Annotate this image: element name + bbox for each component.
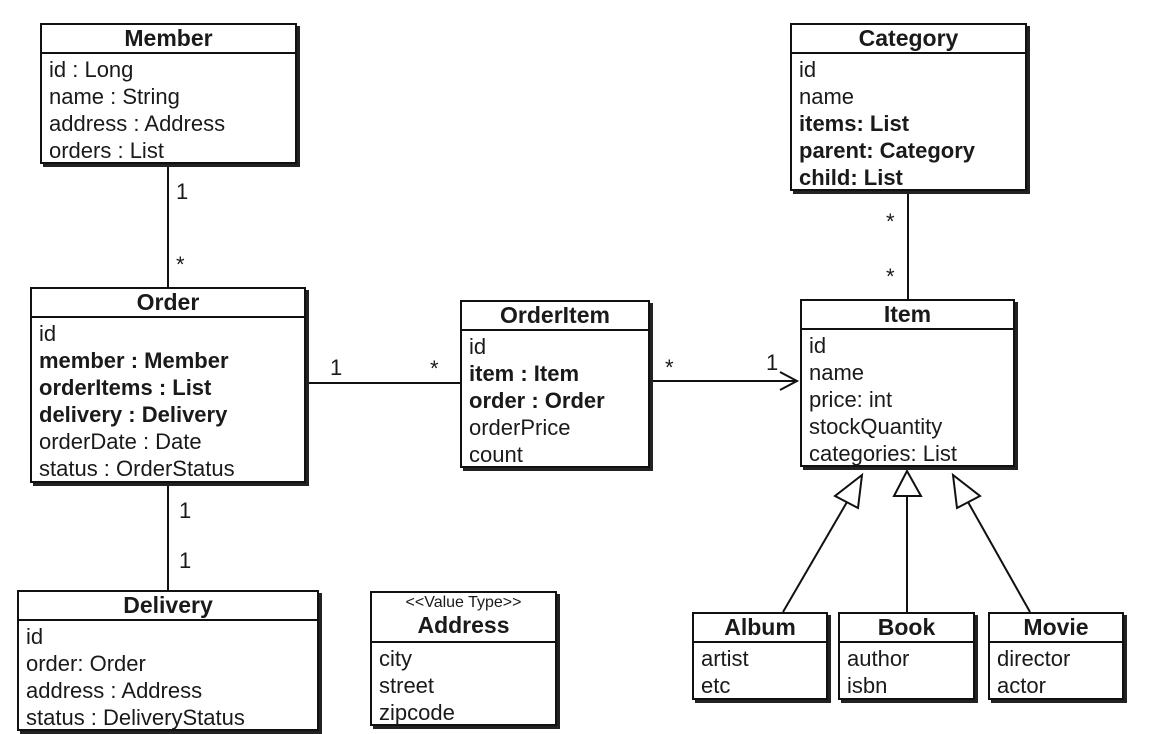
album-attributes: artist etc	[694, 643, 826, 699]
order-attributes: id member : Member orderItems : List del…	[32, 318, 304, 482]
item-attr-stockquantity: stockQuantity	[809, 414, 943, 439]
item-attr-name: name	[809, 360, 865, 385]
category-attr-parent: parent: Category	[799, 138, 976, 163]
delivery-class: Delivery id order: Order address : Addre…	[17, 590, 319, 731]
movie-generalization-line	[967, 501, 1031, 613]
orderitem-class-name: OrderItem	[462, 302, 648, 331]
orderitem-attr-id: id	[469, 334, 487, 359]
delivery-class-name: Delivery	[19, 592, 317, 621]
category-item-category-multiplicity: *	[886, 209, 895, 234]
order-attr-id: id	[39, 321, 57, 346]
order-attr-orderitems: orderItems : List	[39, 375, 212, 400]
category-attributes: id name items: List parent: Category chi…	[792, 54, 1025, 191]
category-attr-name: name	[799, 84, 855, 109]
order-delivery-order-multiplicity: 1	[179, 498, 192, 523]
book-class: Book author isbn	[838, 612, 975, 700]
delivery-attr-order: order: Order	[26, 651, 146, 676]
item-attr-id: id	[809, 333, 827, 358]
address-stereotype: <<Value Type>>	[405, 594, 522, 611]
album-attr-etc: etc	[701, 673, 731, 698]
movie-attr-director: director	[997, 646, 1071, 671]
orderitem-item-item-multiplicity: 1	[766, 350, 779, 375]
movie-attr-actor: actor	[997, 673, 1046, 698]
orderitem-attr-count: count	[469, 442, 523, 467]
category-attr-child: child: List	[799, 165, 903, 190]
order-class-name: Order	[32, 289, 304, 318]
movie-attributes: director actor	[990, 643, 1122, 699]
member-class-name: Member	[42, 25, 295, 54]
address-class: <<Value Type>> Address city street zipco…	[370, 591, 557, 726]
orderitem-item-orderitem-multiplicity: *	[665, 355, 674, 380]
orderitem-class: OrderItem id item : Item order : Order o…	[460, 300, 650, 468]
address-attributes: city street zipcode	[372, 643, 555, 726]
order-attr-member: member : Member	[39, 348, 229, 373]
movie-class-name: Movie	[990, 614, 1122, 643]
member-attr-id: id : Long	[49, 57, 134, 82]
address-attr-city: city	[379, 646, 412, 671]
delivery-attr-status: status : DeliveryStatus	[26, 705, 245, 730]
order-attr-orderdate: orderDate : Date	[39, 429, 202, 454]
category-class-name: Category	[792, 25, 1025, 54]
member-attributes: id : Long name : String address : Addres…	[42, 54, 295, 164]
member-attr-address: address : Address	[49, 111, 226, 136]
order-orderitem-orderitem-multiplicity: *	[430, 356, 439, 381]
album-class-name: Album	[694, 614, 826, 643]
orderitem-attr-item: item : Item	[469, 361, 580, 386]
book-attributes: author isbn	[840, 643, 973, 699]
item-attributes: id name price: int stockQuantity categor…	[802, 330, 1013, 467]
orderitem-attributes: id item : Item order : Order orderPrice …	[462, 331, 648, 468]
category-item-item-multiplicity: *	[886, 264, 895, 289]
member-attr-name: name : String	[49, 84, 180, 109]
category-class: Category id name items: List parent: Cat…	[790, 23, 1027, 191]
orderitem-attr-orderprice: orderPrice	[469, 415, 571, 440]
delivery-attr-id: id	[26, 624, 44, 649]
book-class-name: Book	[840, 614, 973, 643]
movie-generalization-arrowhead	[951, 472, 982, 510]
album-class: Album artist etc	[692, 612, 828, 700]
address-attr-zipcode: zipcode	[379, 700, 455, 725]
order-attr-status: status : OrderStatus	[39, 456, 235, 481]
item-attr-categories: categories: List	[809, 441, 957, 466]
book-attr-author: author	[847, 646, 910, 671]
item-navigability-arrowhead	[779, 371, 800, 391]
album-generalization-arrowhead	[833, 472, 864, 510]
address-class-header: <<Value Type>> Address	[372, 593, 555, 643]
member-class: Member id : Long name : String address :…	[40, 23, 297, 164]
orderitem-attr-order: order : Order	[469, 388, 605, 413]
address-attr-street: street	[379, 673, 435, 698]
album-attr-artist: artist	[701, 646, 749, 671]
book-generalization-arrowhead	[892, 468, 923, 497]
address-class-name: Address	[417, 612, 510, 638]
category-attr-items: items: List	[799, 111, 910, 136]
movie-class: Movie director actor	[988, 612, 1124, 700]
order-attr-delivery: delivery : Delivery	[39, 402, 228, 427]
delivery-attributes: id order: Order address : Address status…	[19, 621, 317, 731]
album-generalization-line	[782, 501, 848, 613]
book-attr-isbn: isbn	[847, 673, 888, 698]
item-class: Item id name price: int stockQuantity ca…	[800, 299, 1015, 467]
item-attr-price: price: int	[809, 387, 893, 412]
order-orderitem-order-multiplicity: 1	[330, 355, 343, 380]
item-class-name: Item	[802, 301, 1013, 330]
order-class: Order id member : Member orderItems : Li…	[30, 287, 306, 483]
category-attr-id: id	[799, 57, 817, 82]
member-attr-orders: orders : List	[49, 138, 164, 163]
order-delivery-delivery-multiplicity: 1	[179, 548, 192, 573]
member-order-member-multiplicity: 1	[176, 179, 189, 204]
delivery-attr-address: address : Address	[26, 678, 203, 703]
member-order-order-multiplicity: *	[176, 252, 185, 277]
